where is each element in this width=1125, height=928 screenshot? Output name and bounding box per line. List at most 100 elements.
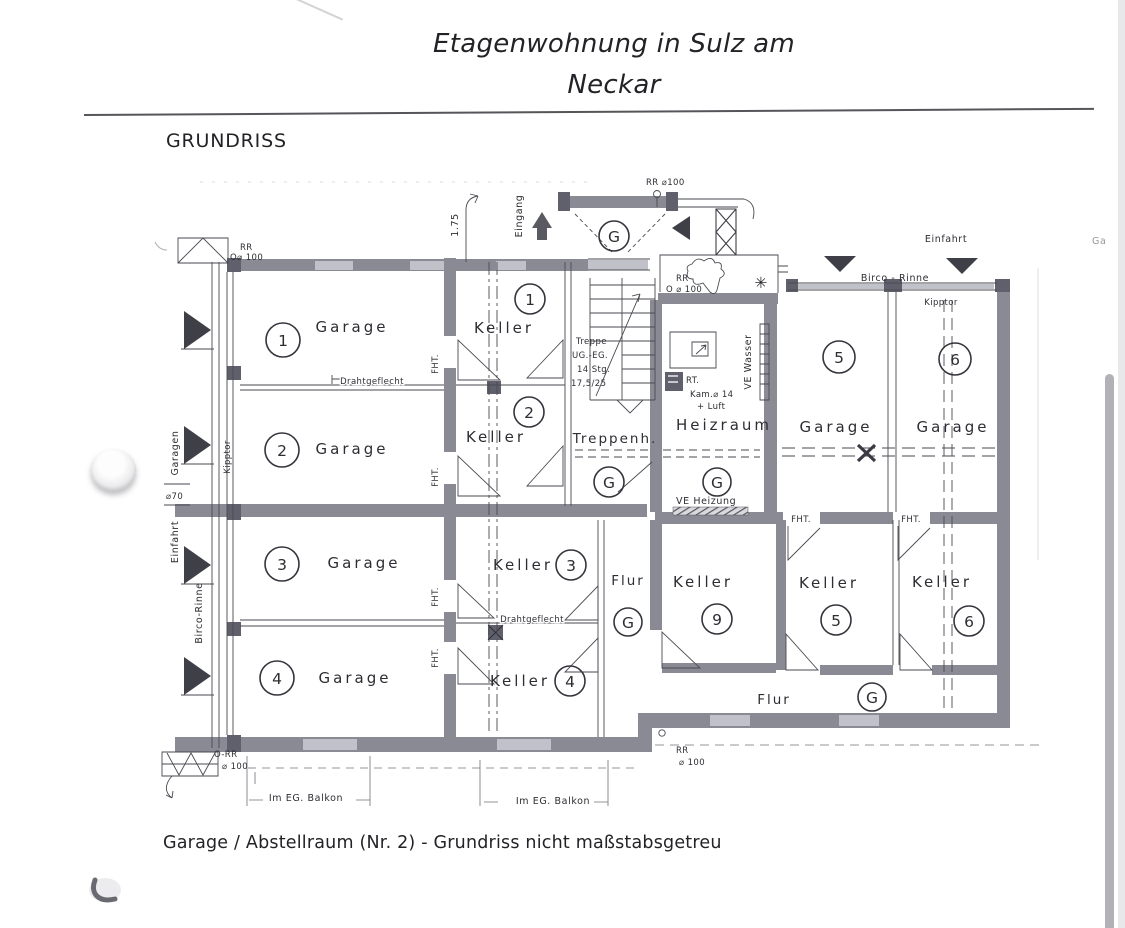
ve-heizung-hatch [672, 506, 749, 516]
rr-dia-bottomleft: ⌀ 100 [222, 762, 248, 772]
fht-label-right-2: FHT. [901, 515, 921, 525]
room-label-garage-4: Garage [319, 669, 392, 687]
rr-label-top: RR ⌀100 [646, 178, 685, 188]
keller-5b-marker: 5 [831, 612, 841, 630]
keller-3-marker: 3 [566, 557, 576, 575]
garage-3-marker: 3 [277, 556, 287, 574]
plan-stairs [589, 278, 656, 414]
plan-room-labels: Garage Garage Garage Garage Garage Garag… [316, 318, 990, 708]
rr-label-porch: RR [676, 274, 689, 284]
room-label-garage-6: Garage [917, 418, 990, 436]
garage-5-marker: 5 [834, 349, 844, 367]
treppe-note-2: UG.-EG. [572, 351, 608, 361]
plan-annotations: RR O⌀ 100 RR ⌀100 RR O ⌀ 100 O-RR ⌀ 100 … [166, 178, 1106, 807]
drahtgeflecht-label-1: Drahtgeflecht [340, 377, 404, 387]
g-marker-entrance: G [608, 228, 620, 246]
treppe-note-4: 17,5/25 [571, 379, 606, 389]
rr-dia-bottomright: ⌀ 100 [679, 758, 705, 768]
fht-label-right-1: FHT. [791, 515, 811, 525]
x-marker-icon [856, 443, 877, 463]
room-label-flur-1: Flur [611, 573, 645, 589]
kamin-note: Kam.⌀ 14 [690, 390, 733, 400]
kipptor-label-right: Kipptor [924, 298, 958, 308]
star-icon: ✳ [755, 274, 768, 292]
garagen-label-left: Garagen [170, 430, 181, 475]
room-label-keller-9: Keller [673, 573, 733, 591]
rt-note: RT. [686, 376, 699, 386]
drain-arrow-icon [824, 256, 856, 272]
ve-heizung-label: VE Heizung [676, 496, 736, 507]
birco-rinne-label-right: Birco - Rinne [861, 273, 929, 284]
garage-4-marker: 4 [272, 670, 282, 688]
balkon-label-2: Im EG. Balkon [516, 796, 590, 807]
rr-label-bottomleft: O-RR [214, 750, 237, 760]
keller-9-marker: 9 [712, 611, 722, 629]
eingang-label: Eingang [514, 195, 525, 238]
hole-punch-artifact [91, 449, 136, 491]
plan-walls [175, 192, 1010, 752]
birco-rinne-label-left: Birco-Rinne [194, 582, 205, 643]
plan-caption: Garage / Abstellraum (Nr. 2) - Grundriss… [163, 833, 722, 853]
plan-symbols: ✳ [686, 258, 877, 463]
rr-label-topleft: RR [240, 243, 253, 253]
room-label-keller-1: Keller [474, 319, 534, 337]
dim-175-label: 1.75 [450, 213, 461, 237]
room-label-keller-3: Keller [493, 556, 553, 574]
room-label-keller-2: Keller [466, 428, 526, 446]
room-label-keller-4: Keller [490, 672, 550, 690]
scrollbar-track[interactable] [1118, 0, 1125, 928]
dia70-label: ⌀70 [166, 492, 183, 502]
kipptor-label-left: Kipptor [223, 440, 233, 474]
shrub-sketch [686, 258, 725, 295]
eingang-arrow-icon [532, 212, 552, 240]
drahtgeflecht-label-2: Drahtgeflecht [500, 615, 564, 625]
room-label-heizraum: Heizraum [676, 416, 772, 434]
room-label-treppenhaus: Treppenh. [572, 431, 658, 447]
keller-1-marker: 1 [525, 291, 535, 309]
g-marker-flur-1: G [622, 614, 634, 632]
rr-dia-topleft: O⌀ 100 [230, 253, 263, 263]
einfahrt-suffix-right: Ga [1092, 236, 1106, 247]
room-label-flur-2: Flur [757, 692, 791, 708]
rr-label-bottomright: RR [676, 746, 689, 756]
einfahrt-label-left: Einfahrt [170, 521, 181, 563]
ve-wasser-label: VE Wasser [743, 334, 754, 389]
keller-4-marker: 4 [565, 673, 575, 691]
entry-arrow-icon [672, 216, 690, 240]
entry-arrow-icon [184, 311, 211, 349]
room-label-garage-5: Garage [800, 418, 873, 436]
plan-number-markers: 1 2 3 4 1 2 3 4 5 6 9 5 6 G G G G G [259, 220, 985, 712]
room-label-garage-2: Garage [316, 440, 389, 458]
section-heading: GRUNDRISS [166, 130, 287, 152]
rr-dia-porch: O ⌀ 100 [666, 285, 702, 295]
room-label-garage-1: Garage [316, 318, 389, 336]
einfahrt-label-right: Einfahrt [925, 234, 967, 245]
entry-arrow-icon [184, 546, 211, 584]
document-title-line2: Neckar [567, 70, 661, 100]
fht-label-left-2: FHT. [431, 467, 441, 487]
g-marker-heizraum: G [711, 474, 723, 492]
room-label-garage-3: Garage [328, 554, 401, 572]
plan-lines [161, 190, 997, 806]
room-label-keller-5b: Keller [799, 574, 859, 592]
keller-2-marker: 2 [524, 404, 534, 422]
drain-arrow-icon [946, 258, 978, 274]
room-label-keller-6b: Keller [912, 573, 972, 591]
fht-label-left-1: FHT. [431, 354, 441, 374]
keller-6b-marker: 6 [964, 613, 974, 631]
g-marker-treppenhaus: G [603, 474, 615, 492]
garage-2-marker: 2 [277, 442, 287, 460]
fht-label-left-4: FHT. [431, 648, 441, 668]
scan-artifacts [89, 181, 1039, 903]
balkon-label-1: Im EG. Balkon [269, 793, 343, 804]
scrollbar-thumb[interactable] [1105, 374, 1114, 928]
garage-6-marker: 6 [950, 351, 960, 369]
plan-direction-arrows [184, 212, 978, 695]
garage-1-marker: 1 [278, 332, 288, 350]
luft-note: + Luft [697, 402, 726, 412]
entry-arrow-icon [184, 426, 211, 464]
plan-dashed-lines [248, 213, 1040, 769]
document-title: Etagenwohnung in Sulz am Neckar [254, 24, 974, 106]
plan-door-swings [457, 338, 934, 685]
